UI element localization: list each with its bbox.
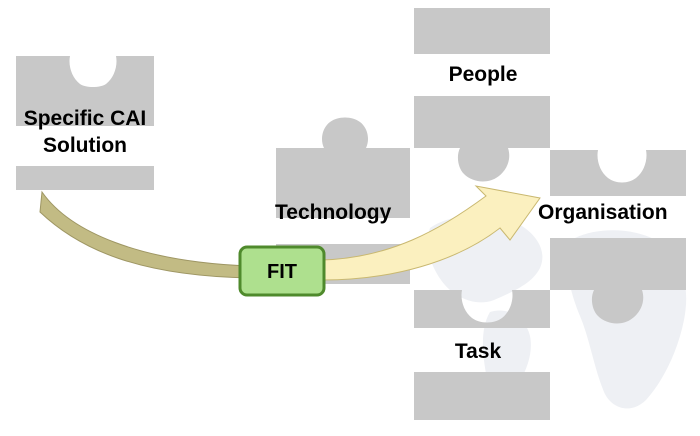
fit-box bbox=[238, 245, 326, 297]
fit-arrow-outgoing bbox=[321, 185, 541, 281]
task-piece-bottom bbox=[414, 372, 550, 420]
solution-piece-top bbox=[16, 56, 154, 126]
organisation-piece-bottom bbox=[550, 238, 686, 324]
solution-label-line1: Specific CAI bbox=[24, 107, 147, 130]
fit-curve-incoming bbox=[39, 190, 251, 279]
people-piece-lower bbox=[414, 96, 550, 182]
task-piece-top bbox=[414, 290, 550, 328]
solution-piece bbox=[16, 56, 154, 190]
technology-label: Technology bbox=[275, 201, 392, 224]
fit-label: FIT bbox=[267, 261, 297, 283]
task-label: Task bbox=[455, 340, 502, 363]
solution-label-line2: Solution bbox=[43, 134, 127, 157]
solution-piece-bottom-tab bbox=[16, 166, 154, 190]
organisation-label: Organisation bbox=[538, 201, 668, 224]
technology-piece-top bbox=[276, 117, 410, 218]
people-piece bbox=[414, 8, 550, 182]
task-piece bbox=[414, 290, 550, 420]
people-piece-top-tab bbox=[414, 8, 550, 54]
organisation-piece bbox=[550, 150, 686, 324]
organisation-piece-top bbox=[550, 150, 686, 196]
people-label: People bbox=[449, 63, 518, 86]
